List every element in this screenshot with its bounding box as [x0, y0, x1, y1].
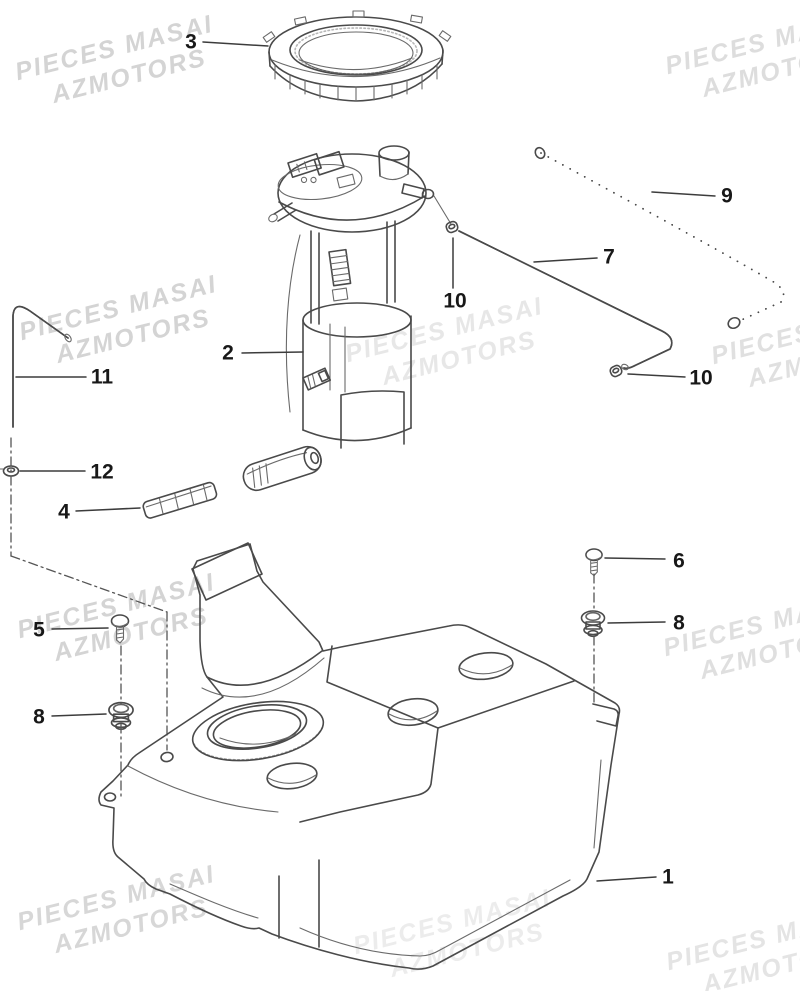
breather-hose-part-9: [534, 146, 785, 330]
grommet-part-8-right: [580, 610, 606, 638]
leader-line-part-7-2: [533, 257, 598, 263]
part-label-4-8: 4: [58, 501, 70, 524]
part-label-9-1: 9: [721, 185, 733, 208]
part-label-2-4: 2: [222, 342, 234, 365]
leader-line-part-9-1: [651, 191, 716, 197]
part-label-12-7: 12: [90, 461, 113, 484]
part-label-10-3: 10: [443, 290, 466, 313]
hose-clip-part-10-upper: [445, 220, 459, 234]
tank-top-holes: [266, 651, 514, 790]
mount-ear-hole-left: [103, 792, 117, 802]
pump-opening-ring: [191, 700, 325, 762]
part-label-11-5: 11: [91, 366, 114, 389]
part-label-7-2: 7: [603, 246, 615, 269]
cushion-pad-part-4: [142, 481, 218, 519]
filler-neck-cut-band: [191, 542, 263, 601]
mount-lug-right: [592, 703, 619, 727]
fuel-hose-part-7: [458, 230, 673, 371]
leader-line-part-2-4: [241, 351, 304, 354]
hose-clip-part-10-lower: [609, 364, 623, 378]
part-label-10-6: 10: [689, 367, 712, 390]
fuel-pump-assembly-part-2: [242, 145, 452, 492]
leader-line-part-5-10: [51, 627, 109, 630]
leader-line-part-3-0: [202, 41, 269, 47]
assembly-guide-lines: [10, 437, 595, 800]
pump-filter-sock: [242, 445, 322, 492]
part-label-layer: 3 9 7 10 2 11 10 12 4 6 5 8 8 1: [15, 31, 733, 889]
part-label-1-13: 1: [662, 866, 674, 889]
leader-line-part-6-9: [604, 557, 666, 560]
part-label-6-9: 6: [673, 550, 685, 573]
screw-part-6: [585, 548, 603, 577]
screw-part-5: [110, 614, 130, 644]
part-label-8-12: 8: [33, 706, 45, 729]
lock-ring-part-3: [262, 10, 452, 102]
fuel-tank-part-1: [98, 542, 621, 970]
part-label-3-0: 3: [185, 31, 197, 54]
leader-line-part-10-6: [627, 373, 686, 378]
leader-line-part-8-11: [607, 621, 666, 624]
vent-tube-hole: [160, 751, 174, 763]
leader-line-part-1-13: [596, 876, 657, 882]
part-label-5-10: 5: [33, 619, 45, 642]
part-label-8-11: 8: [673, 612, 685, 635]
leader-line-part-4-8: [75, 507, 141, 512]
leader-line-part-8-12: [51, 713, 107, 717]
vent-tube-part-11: [12, 305, 72, 428]
tube-clip-part-12: [0, 465, 20, 477]
